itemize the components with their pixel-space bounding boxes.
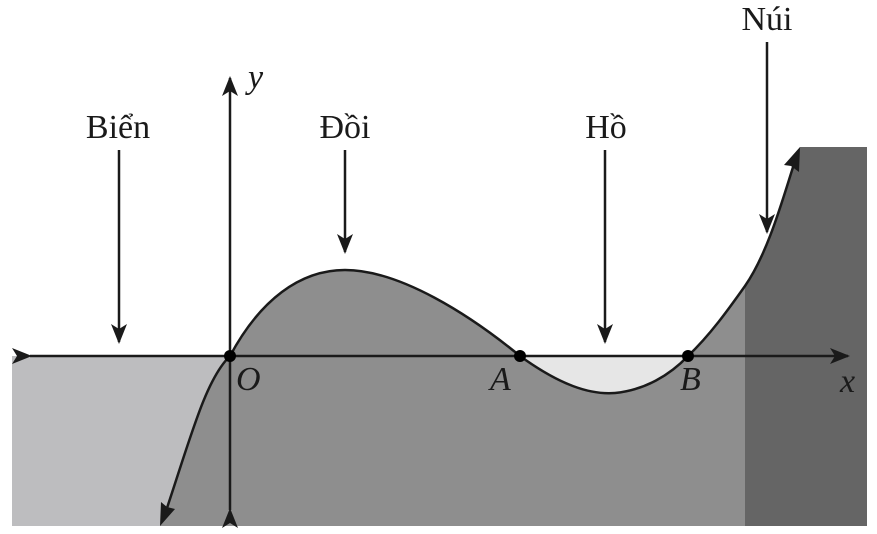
point-b	[682, 350, 694, 362]
label-nui: Núi	[742, 1, 793, 38]
label-ho: Hồ	[585, 109, 627, 146]
curve-arrow-head-bottom	[160, 502, 175, 526]
origin-label: O	[236, 361, 261, 398]
label-bien: Biển	[86, 109, 150, 146]
point-a	[514, 350, 526, 362]
curve-arrow-head-top	[784, 147, 800, 172]
land-region	[160, 270, 745, 526]
origin-point	[224, 350, 236, 362]
point-a-label: A	[488, 361, 511, 398]
lake-region	[520, 356, 688, 394]
label-doi: Đồi	[320, 109, 371, 146]
y-axis-label: y	[245, 59, 264, 96]
point-b-label: B	[680, 361, 701, 398]
x-axis-label: x	[839, 363, 855, 400]
